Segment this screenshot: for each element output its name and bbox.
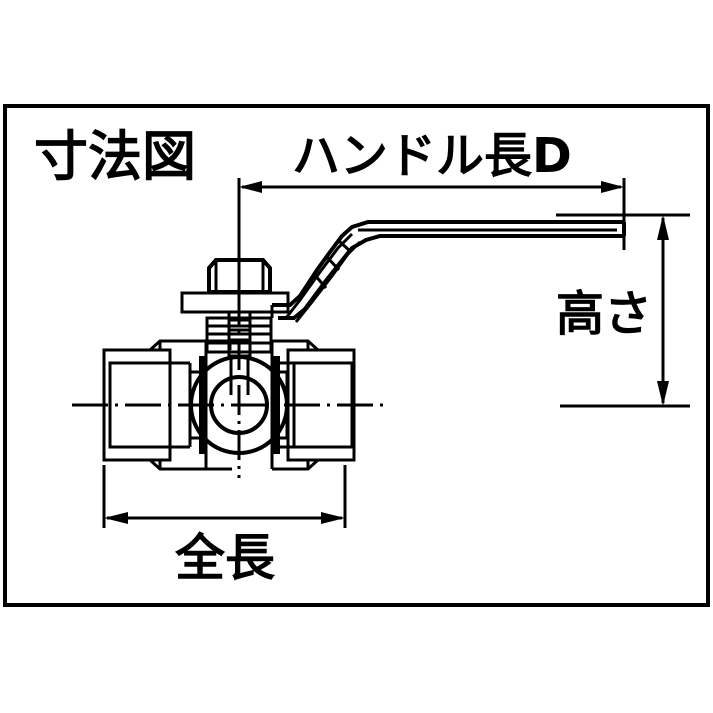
arrow-head-right-icon — [601, 181, 624, 193]
arrow-head-left-icon — [104, 512, 128, 524]
arrow-head-right-icon — [321, 512, 345, 524]
height-label: 高さ — [556, 286, 652, 342]
arrow-head-left-icon — [239, 181, 262, 193]
handle-outline-top — [272, 220, 624, 307]
handle-secondary-bar — [284, 232, 362, 323]
center-line-group — [72, 250, 386, 478]
handle-length-label: ハンドル長D — [292, 128, 572, 184]
dimension-handle-length: ハンドル長D — [237, 128, 626, 305]
overall-length-label: 全長 — [174, 529, 276, 587]
drawing-frame — [3, 104, 710, 607]
secondary-bar-line-a — [284, 232, 354, 319]
dimension-overall-length: 全長 — [102, 465, 347, 587]
ball-valve-drawing — [72, 220, 626, 478]
page-title: 寸法図 — [34, 125, 196, 188]
dimension-height: 高さ — [556, 213, 690, 408]
arrow-head-bottom-icon — [657, 381, 669, 406]
arrow-head-top-icon — [657, 215, 669, 240]
secondary-bar-line-b — [294, 240, 362, 323]
grip-hatch-3 — [336, 238, 353, 254]
